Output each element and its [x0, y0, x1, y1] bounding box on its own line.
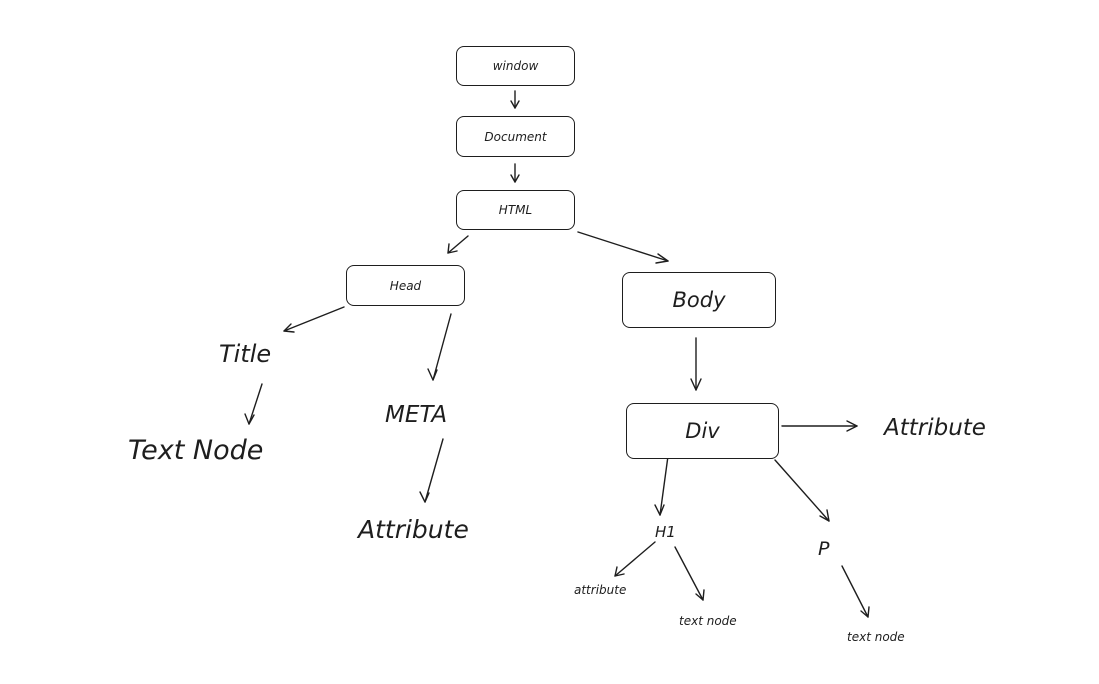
node-head: Head [346, 265, 465, 306]
arrow-document-html [510, 163, 520, 183]
node-title: Title [219, 340, 272, 368]
node-attribute-h1: attribute [574, 583, 627, 597]
arrow-head-title [283, 306, 345, 333]
arrow-p-textnode [841, 565, 870, 618]
arrow-window-document [510, 90, 520, 109]
arrow-div-h1 [654, 455, 669, 516]
arrow-title-textnode [244, 383, 263, 425]
arrow-meta-attribute [419, 438, 444, 503]
node-window-label: window [492, 59, 539, 73]
node-text-node-title: Text Node [128, 435, 264, 466]
node-h1: H1 [655, 523, 676, 541]
arrow-div-p [774, 459, 830, 522]
node-window: window [456, 46, 575, 86]
arrow-html-head [447, 235, 469, 254]
node-p: P [818, 538, 830, 560]
node-html-label: HTML [498, 203, 533, 217]
node-body-label: Body [672, 288, 726, 312]
node-body: Body [622, 272, 776, 328]
arrow-h1-attribute [614, 541, 656, 577]
node-meta: META [385, 402, 448, 428]
arrow-h1-textnode [674, 546, 705, 601]
node-div: Div [626, 403, 779, 459]
arrow-body-div [690, 337, 702, 391]
node-document: Document [456, 116, 575, 157]
node-head-label: Head [389, 278, 422, 293]
node-attribute-div: Attribute [884, 415, 986, 441]
node-div-label: Div [685, 419, 720, 443]
node-document-label: Document [484, 129, 547, 144]
arrow-div-attribute [781, 420, 858, 432]
node-text-node-h1: text node [679, 614, 737, 628]
arrow-html-body [577, 231, 669, 264]
node-attribute-meta: Attribute [358, 515, 469, 544]
arrow-head-meta [427, 313, 452, 381]
node-text-node-p: text node [847, 630, 905, 644]
node-html: HTML [456, 190, 575, 230]
